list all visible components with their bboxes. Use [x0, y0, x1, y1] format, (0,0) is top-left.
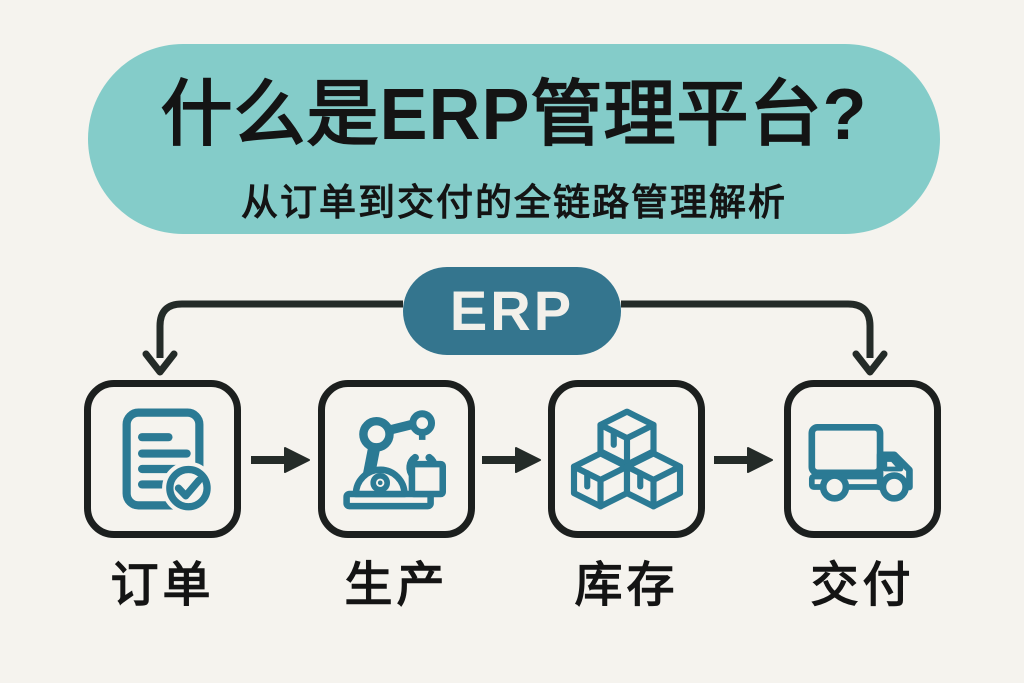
erp-to-order-connector	[156, 300, 403, 358]
order-icon-box	[84, 380, 241, 538]
inventory-stacked-boxes-icon	[570, 408, 683, 510]
flow-step-delivery: 交付	[784, 380, 941, 610]
page-title: 什么是ERP管理平台?	[160, 75, 868, 155]
delivery-icon-box	[784, 380, 941, 538]
down-arrowhead-right-icon	[852, 350, 888, 376]
page-subtitle: 从订单到交付的全链路管理解析	[241, 182, 787, 223]
erp-badge: ERP	[403, 267, 621, 355]
production-robot-arm-icon	[342, 409, 446, 509]
down-arrowhead-left-icon	[142, 350, 178, 376]
flow-step-order: 订单	[84, 380, 241, 610]
step-label-inventory: 库存	[574, 559, 679, 612]
production-icon-box	[318, 380, 475, 538]
flow-step-inventory: 库存	[548, 380, 705, 610]
erp-badge-label: ERP	[449, 279, 575, 342]
arrow-inventory-to-delivery-icon	[714, 447, 773, 473]
delivery-truck-icon	[807, 423, 913, 502]
header-banner: 什么是ERP管理平台? 从订单到交付的全链路管理解析	[88, 44, 940, 234]
inventory-icon-box	[548, 380, 705, 538]
arrow-production-to-inventory-icon	[482, 447, 541, 473]
step-label-delivery: 交付	[810, 559, 915, 612]
erp-to-delivery-connector	[621, 300, 874, 358]
step-label-order: 订单	[110, 559, 215, 612]
arrow-order-to-production-icon	[251, 447, 310, 473]
flow-step-production: 生产	[318, 380, 475, 610]
step-label-production: 生产	[344, 559, 449, 612]
order-document-check-icon	[122, 408, 213, 514]
